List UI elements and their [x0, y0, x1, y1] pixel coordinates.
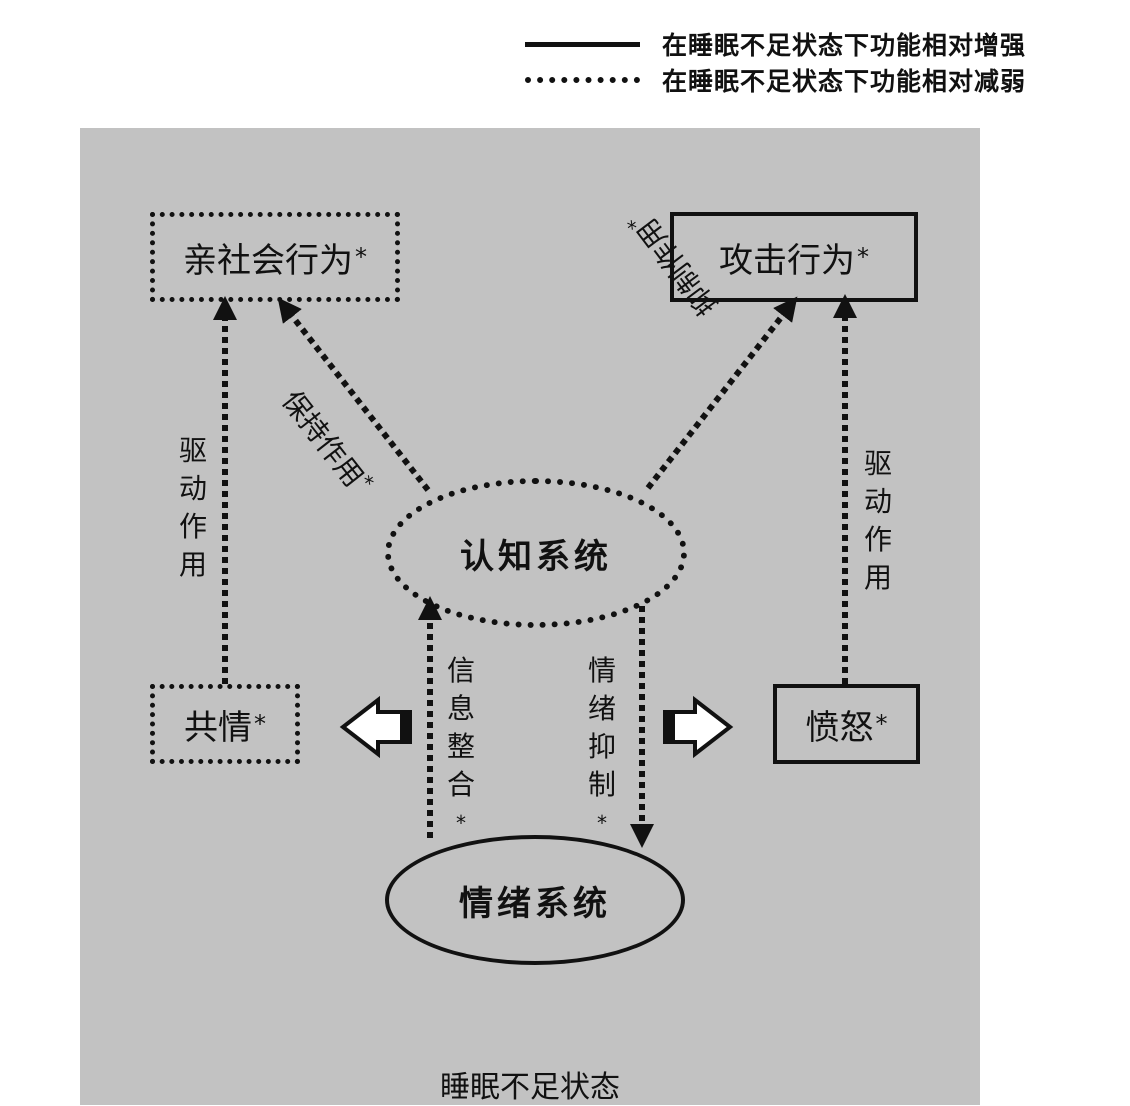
block-arrow-left [339, 695, 412, 759]
legend-dotted: 在睡眠不足状态下功能相对减弱 [525, 60, 1026, 100]
solid-line-swatch [525, 41, 640, 47]
asterisk: * [254, 710, 266, 738]
block-arrow-right-tail [665, 712, 675, 742]
anger-node: 愤怒* [773, 684, 920, 764]
asterisk: * [456, 811, 466, 835]
asterisk: * [875, 710, 888, 738]
prosocial-behavior-node: 亲社会行为* [150, 212, 400, 302]
emotion-inhibit-label: 情绪抑制 * [585, 652, 619, 850]
emotion-inhibit-text: 情绪抑制 [587, 654, 616, 801]
legend-dotted-label: 在睡眠不足状态下功能相对减弱 [662, 67, 1027, 96]
anger-label: 愤怒 [805, 707, 874, 748]
drive-label-right: 驱动作用 [863, 447, 892, 594]
emotional-system-node: 情绪系统 [385, 835, 685, 965]
asterisk: * [597, 811, 607, 835]
empathy-label: 共情 [184, 707, 252, 748]
dotted-line-swatch [525, 77, 640, 83]
aggressive-label: 攻击行为 [719, 240, 855, 281]
asterisk: * [857, 243, 869, 271]
legend-solid: 在睡眠不足状态下功能相对增强 [525, 24, 1026, 64]
integrate-label: 信息整合 * [444, 652, 478, 850]
arrow-cognitive-to-aggressive [645, 296, 798, 490]
emotional-label: 情绪系统 [459, 883, 611, 924]
empathy-node: 共情* [150, 684, 300, 764]
cognitive-system-node: 认知系统 [385, 478, 687, 628]
aggressive-behavior-node: 攻击行为* [670, 212, 918, 302]
arrow-cognitive-to-prosocial [277, 297, 431, 492]
integrate-text: 信息整合 [446, 654, 475, 801]
drive-label-left: 驱动作用 [178, 434, 207, 581]
cognitive-label: 认知系统 [460, 536, 612, 577]
prosocial-label: 亲社会行为 [183, 240, 353, 281]
sleep-deprivation-caption: 睡眠不足状态 [440, 1070, 620, 1105]
asterisk: * [355, 243, 367, 271]
legend-solid-label: 在睡眠不足状态下功能相对增强 [662, 31, 1027, 60]
block-arrow-left-tail [400, 712, 410, 742]
